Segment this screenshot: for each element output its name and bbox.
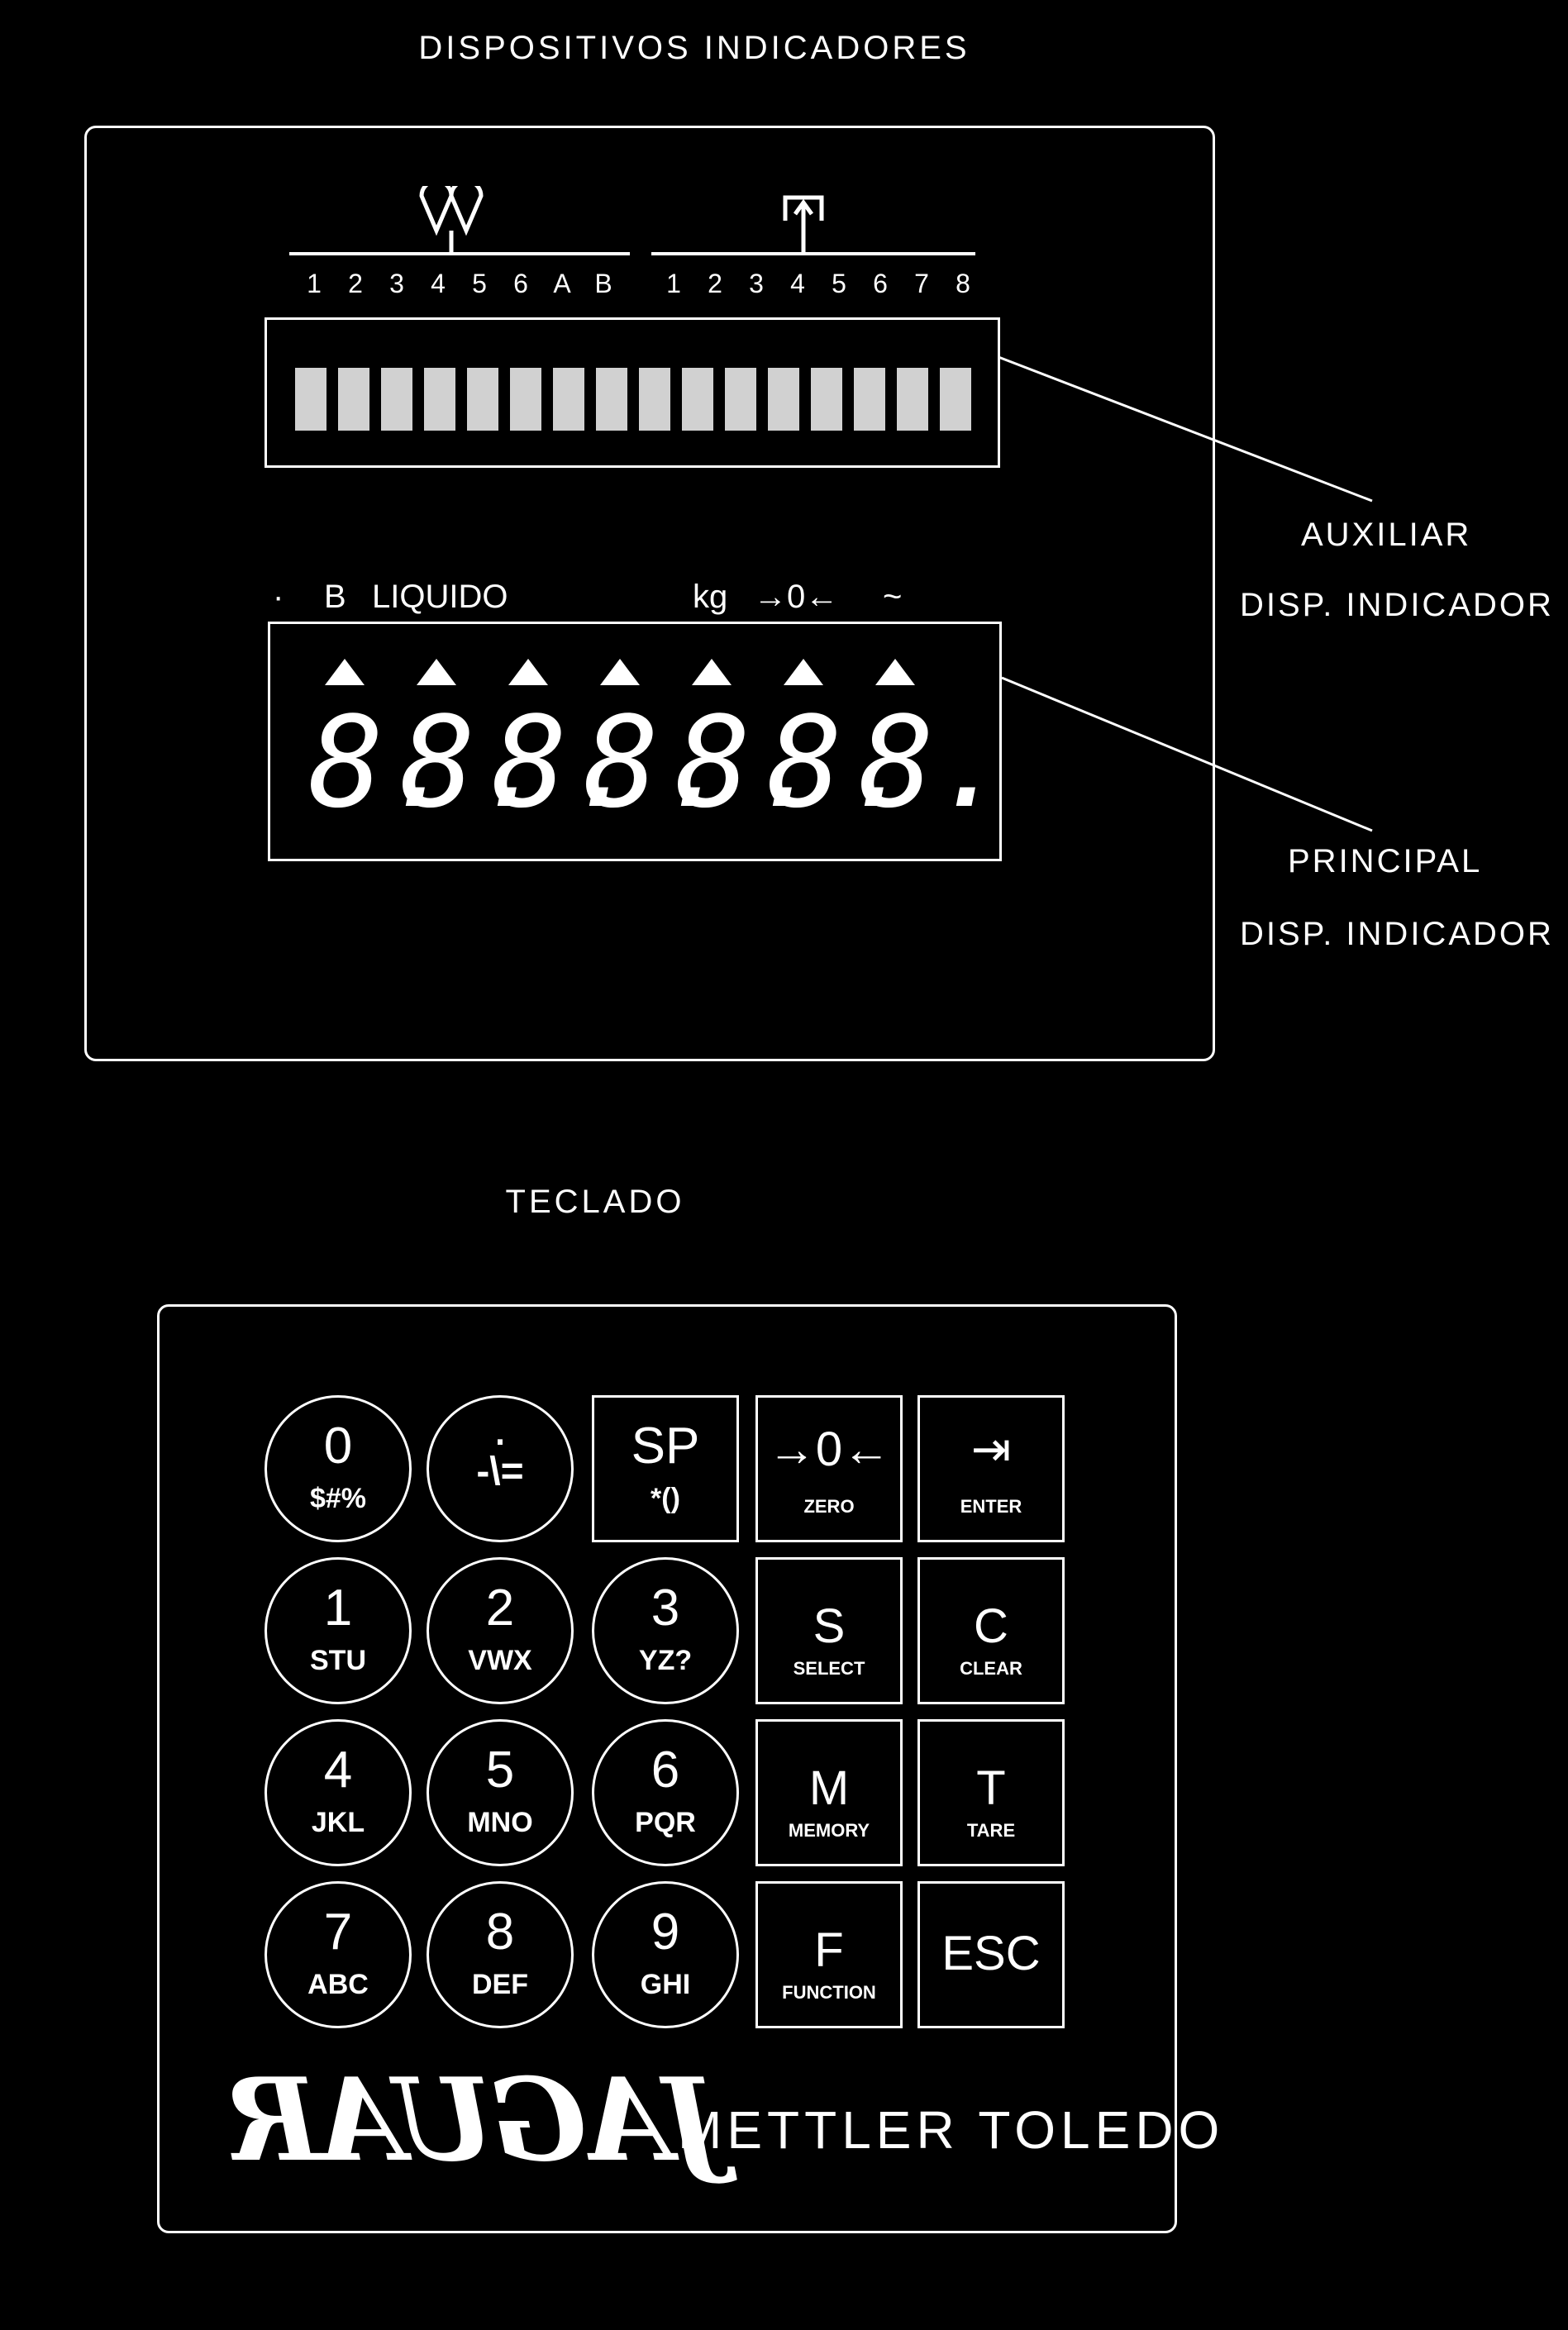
keyboard-section-heading: TECLADO [505, 1184, 685, 1220]
key-clear[interactable]: C CLEAR [917, 1557, 1065, 1704]
aux-right-3: 3 [749, 269, 764, 298]
key-function[interactable]: F FUNCTION [755, 1881, 903, 2028]
key-2[interactable]: 2 VWX [427, 1557, 574, 1704]
main-arrow-4 [600, 659, 640, 685]
key-4[interactable]: 4 JKL [265, 1719, 412, 1866]
aux-cell-5 [467, 368, 498, 431]
key-space[interactable]: SP *() [592, 1395, 739, 1542]
display-frame [84, 126, 1215, 1061]
main-digit-4: 8. [584, 689, 736, 836]
keyboard-frame [157, 1304, 1177, 2233]
key-7[interactable]: 7 ABC [265, 1881, 412, 2028]
aux-left-3: 3 [389, 269, 404, 298]
key-dot[interactable]: . -\= [427, 1395, 574, 1542]
key-memory[interactable]: M MEMORY [755, 1719, 903, 1866]
main-arrow-3 [508, 659, 548, 685]
aux-left-2: 2 [348, 269, 363, 298]
aux-left-4: 4 [431, 269, 446, 298]
key-8[interactable]: 8 DEF [427, 1881, 574, 2028]
aux-right-5: 5 [832, 269, 846, 298]
aux-label-line1: DISP. INDICADOR [1240, 587, 1554, 623]
principal-label-line2: PRINCIPAL [1288, 843, 1483, 879]
aux-cell-16 [940, 368, 971, 431]
aux-right-7: 7 [914, 269, 929, 298]
keypad[interactable]: 0 $#% . -\= SP *() →0← ZERO ⇥ ENTER 1 ST… [265, 1395, 1075, 2040]
key-zero[interactable]: →0← ZERO [755, 1395, 903, 1542]
main-digit-7: 8. [859, 689, 1011, 836]
main-digit-2: 8. [400, 689, 552, 836]
aux-left-6: 6 [513, 269, 528, 298]
gross-indicator: B [324, 579, 346, 615]
key-enter[interactable]: ⇥ ENTER [917, 1395, 1065, 1542]
aux-right-1: 1 [666, 269, 681, 298]
main-digit-6: 8. [767, 689, 919, 836]
brand-company: METTLER TOLEDO [678, 2100, 1225, 2160]
aux-cell-11 [725, 368, 756, 431]
net-indicator: LIQUIDO [372, 579, 508, 615]
aux-left-b: B [594, 269, 612, 298]
aux-label-line2: AUXILIAR [1301, 517, 1472, 553]
key-select[interactable]: S SELECT [755, 1557, 903, 1704]
aux-cell-6 [510, 368, 541, 431]
aux-display [265, 317, 1000, 468]
main-arrow-1 [325, 659, 365, 685]
aux-scale-numbers: 1 2 3 4 5 6 A B 1 2 3 4 5 6 7 8 [289, 269, 1000, 302]
aux-cell-8 [596, 368, 627, 431]
main-arrow-6 [784, 659, 823, 685]
aux-cell-10 [682, 368, 713, 431]
main-display: 8. 8. 8. 8. 8. 8. 8. [268, 622, 1010, 861]
key-9[interactable]: 9 GHI [592, 1881, 739, 2028]
key-3[interactable]: 3 YZ? [592, 1557, 739, 1704]
key-6[interactable]: 6 PQR [592, 1719, 739, 1866]
key-1[interactable]: 1 STU [265, 1557, 412, 1704]
main-digit-3: 8. [492, 689, 644, 836]
principal-label-line1: DISP. INDICADOR [1240, 916, 1554, 952]
main-arrow-5 [692, 659, 732, 685]
aux-right-8: 8 [956, 269, 970, 298]
main-digit-5: 8. [675, 689, 827, 836]
unit-indicator: kg [693, 579, 728, 615]
zero-indicator: →0← [754, 579, 839, 615]
key-0[interactable]: 0 $#% [265, 1395, 412, 1542]
main-arrow-7 [875, 659, 915, 685]
aux-right-4: 4 [790, 269, 805, 298]
dot-indicator: · [273, 579, 284, 615]
principal-leader-line [1001, 676, 1373, 832]
brand-logo: JAGUAR [230, 2052, 720, 2187]
aux-left-1: 1 [307, 269, 322, 298]
aux-leader-line [998, 355, 1373, 503]
aux-cell-4 [424, 368, 455, 431]
display-section-heading: DISPOSITIVOS INDICADORES [418, 30, 970, 66]
aux-right-2: 2 [708, 269, 722, 298]
aux-scale [289, 186, 975, 255]
key-tare[interactable]: T TARE [917, 1719, 1065, 1866]
funnel-icon [419, 186, 484, 254]
aux-cell-2 [338, 368, 369, 431]
key-esc[interactable]: ESC [917, 1881, 1065, 2028]
aux-cell-1 [295, 368, 326, 431]
lift-icon [783, 195, 824, 254]
key-5[interactable]: 5 MNO [427, 1719, 574, 1866]
aux-cell-15 [897, 368, 928, 431]
aux-right-6: 6 [873, 269, 888, 298]
motion-indicator: ~ [883, 579, 903, 615]
aux-cell-7 [553, 368, 584, 431]
aux-cell-9 [639, 368, 670, 431]
main-digit-1: 8. [308, 689, 460, 836]
aux-left-a: A [553, 269, 571, 298]
aux-cell-12 [768, 368, 799, 431]
aux-cell-14 [854, 368, 885, 431]
aux-cell-13 [811, 368, 842, 431]
aux-left-5: 5 [472, 269, 487, 298]
aux-cell-3 [381, 368, 412, 431]
main-arrow-2 [417, 659, 456, 685]
